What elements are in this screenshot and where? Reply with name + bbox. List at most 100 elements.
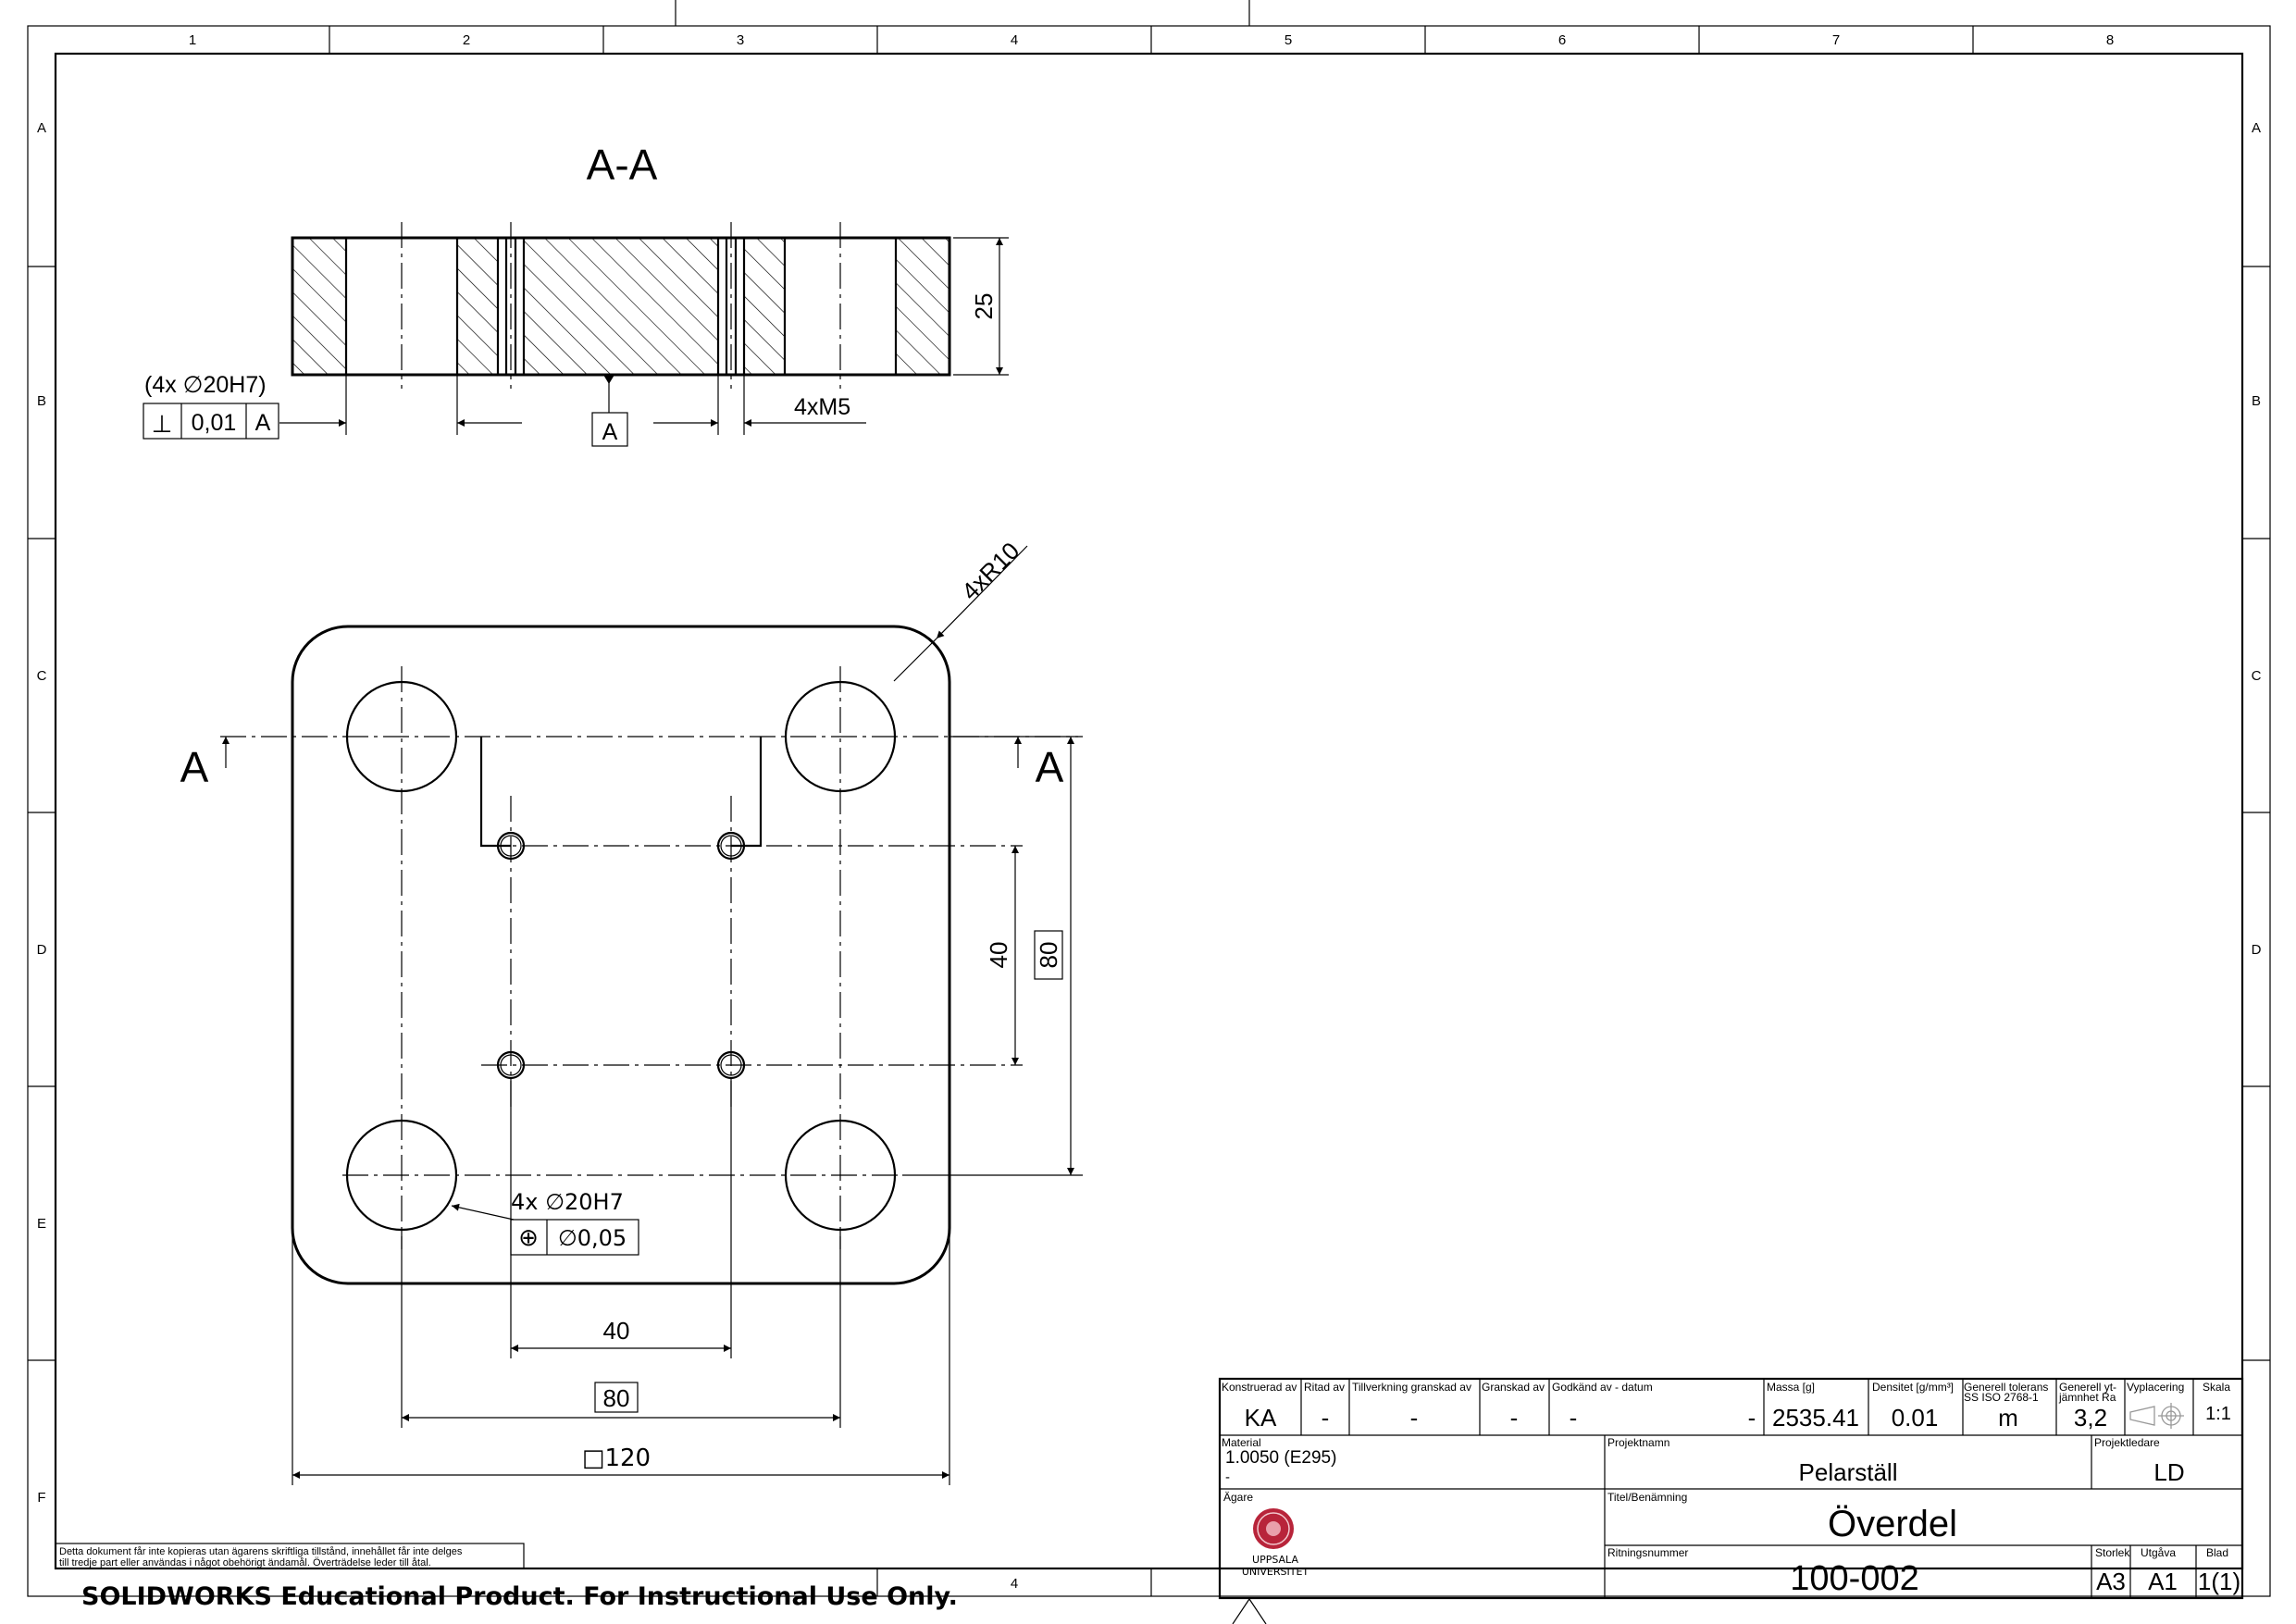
section-mark-left: A (180, 743, 209, 791)
value-godkand: - (1570, 1404, 1578, 1432)
header-godkand: Godkänd av - datum (1552, 1381, 1653, 1394)
zone-row-c-left: C (37, 668, 47, 684)
legal-notice-line-2: till tredje part eller användas i något … (59, 1557, 431, 1568)
logo-line-1: UPPSALA (1252, 1554, 1298, 1566)
zone-col-7: 7 (1832, 32, 1840, 48)
header-agare: Ägare (1223, 1491, 1253, 1504)
value-projektnamn: Pelarställ (1799, 1458, 1898, 1486)
header-tolerans-1: Generell tolerans (1964, 1381, 2048, 1394)
header-ytjamnhet-2: jämnhet Ra (2058, 1391, 2116, 1404)
header-ritningsnummer: Ritningsnummer (1607, 1546, 1688, 1559)
header-densitet: Densitet [g/mm³] (1872, 1381, 1954, 1394)
zone-col-3: 3 (737, 32, 744, 48)
value-massa: 2535.41 (1772, 1404, 1859, 1432)
zone-row-b-left: B (37, 393, 46, 409)
university-seal-icon (1253, 1508, 1294, 1549)
header-granskad: Granskad av (1482, 1381, 1545, 1394)
value-ritningsnummer: 100-002 (1790, 1559, 1918, 1598)
header-ytjamnhet-1: Generell yt- (2059, 1381, 2116, 1394)
header-massa: Massa [g] (1767, 1381, 1815, 1394)
value-ytjamnhet: 3,2 (2074, 1404, 2107, 1432)
datum-feature-a: A (591, 375, 628, 447)
header-blad: Blad (2206, 1546, 2228, 1559)
header-projektledare: Projektledare (2094, 1436, 2160, 1449)
value-material: 1.0050 (E295) (1225, 1448, 1336, 1468)
header-vyplacering: Vyplacering (2127, 1381, 2184, 1394)
zone-row-a-right: A (2252, 120, 2261, 136)
projection-symbol-icon (2129, 1403, 2184, 1429)
datum-label: A (602, 419, 618, 445)
header-skala: Skala (2203, 1381, 2230, 1394)
value-skala: 1:1 (2205, 1404, 2231, 1424)
dim-horizontal-inner: 40 (603, 1317, 630, 1345)
header-tillverkning: Tillverkning granskad av (1352, 1381, 1471, 1394)
section-outline (291, 236, 951, 377)
threaded-holes (496, 831, 746, 1080)
zone-row-labels: A B C D E F A B C D (37, 120, 2262, 1506)
bore-note: 4x ∅20H7 (511, 1189, 624, 1215)
dim-vertical-outer-basic: 80 (1035, 942, 1062, 969)
value-konstruerad: KA (1245, 1404, 1277, 1432)
value-storlek: A3 (2096, 1568, 2126, 1595)
header-material: Material (1222, 1436, 1261, 1449)
perpendicularity-tolerance: 0,01 (192, 410, 237, 436)
section-view-a-a: A-A 25 (4x ∅20H7) (143, 141, 1009, 447)
zone-row-c-right: C (2252, 668, 2262, 684)
zone-row-a-left: A (37, 120, 46, 136)
value-utgava: A1 (2148, 1568, 2178, 1595)
zone-col-6: 6 (1558, 32, 1566, 48)
value-densitet: 0.01 (1892, 1404, 1939, 1432)
perpendicularity-fcf: ⊥ 0,01 A (143, 403, 279, 440)
zone-col-5: 5 (1285, 32, 1292, 48)
position-tolerance: ∅0,05 (558, 1225, 627, 1251)
sheet-border (27, 0, 2271, 1624)
legal-notice: Detta dokument får inte kopieras utan äg… (55, 1543, 525, 1569)
zone-col-4: 4 (1011, 32, 1018, 48)
value-titel: Överdel (1828, 1504, 1957, 1544)
plan-view: A A 4xR10 40 80 40 80 □120 4x ∅20H7 (180, 537, 1083, 1485)
header-titel: Titel/Benämning (1607, 1491, 1687, 1504)
zone-row-d-left: D (37, 942, 47, 958)
section-title: A-A (587, 141, 658, 189)
value-granskad: - (1510, 1404, 1519, 1432)
zone-column-labels: 1 2 3 4 5 6 7 8 4 (189, 32, 2114, 1592)
zone-col-2: 2 (463, 32, 470, 48)
value-blad: 1(1) (2198, 1568, 2240, 1595)
zone-col-bottom-4: 4 (1011, 1576, 1018, 1592)
position-symbol: ⊕ (518, 1224, 539, 1252)
legal-notice-line-1: Detta dokument får inte kopieras utan äg… (59, 1546, 463, 1557)
zone-row-b-right: B (2252, 393, 2261, 409)
dim-vertical-inner: 40 (985, 942, 1012, 969)
value-ritad: - (1322, 1404, 1330, 1432)
corner-radius-note: 4xR10 (956, 537, 1024, 605)
header-tolerans-2: SS ISO 2768-1 (1964, 1391, 2039, 1404)
perpendicularity-symbol: ⊥ (152, 411, 173, 439)
plate-outline (291, 625, 951, 1285)
dim-horizontal-outer-basic: 80 (603, 1384, 630, 1412)
header-utgava: Utgåva (2141, 1546, 2176, 1559)
value-projektledare: LD (2153, 1458, 2184, 1486)
value-material-2: - (1225, 1469, 1230, 1485)
header-konstruerad: Konstruerad av (1222, 1381, 1297, 1394)
dim-overall: □120 (582, 1444, 651, 1472)
logo-line-2: UNIVERSITET (1242, 1566, 1309, 1578)
header-projektnamn: Projektnamn (1607, 1436, 1669, 1449)
zone-row-e-left: E (37, 1216, 46, 1232)
zone-row-d-right: D (2252, 942, 2262, 958)
title-block: Konstruerad av Ritad av Tillverkning gra… (1218, 1377, 2244, 1600)
position-fcf: ⊕ ∅0,05 (510, 1219, 639, 1256)
header-storlek: Storlek (2095, 1546, 2130, 1559)
zone-row-f-left: F (37, 1490, 45, 1506)
value-tillverkning: - (1410, 1404, 1419, 1432)
header-ritad: Ritad av (1304, 1381, 1345, 1394)
dim-thickness: 25 (970, 293, 998, 320)
section-hole-note: (4x ∅20H7) (144, 372, 267, 398)
perpendicularity-datum: A (255, 410, 271, 436)
zone-col-1: 1 (189, 32, 196, 48)
value-tolerans: m (1998, 1404, 2018, 1432)
section-mark-right: A (1036, 743, 1064, 791)
watermark-text: SOLIDWORKS Educational Product. For Inst… (81, 1582, 958, 1611)
value-datum: - (1748, 1404, 1756, 1432)
zone-col-8: 8 (2106, 32, 2114, 48)
